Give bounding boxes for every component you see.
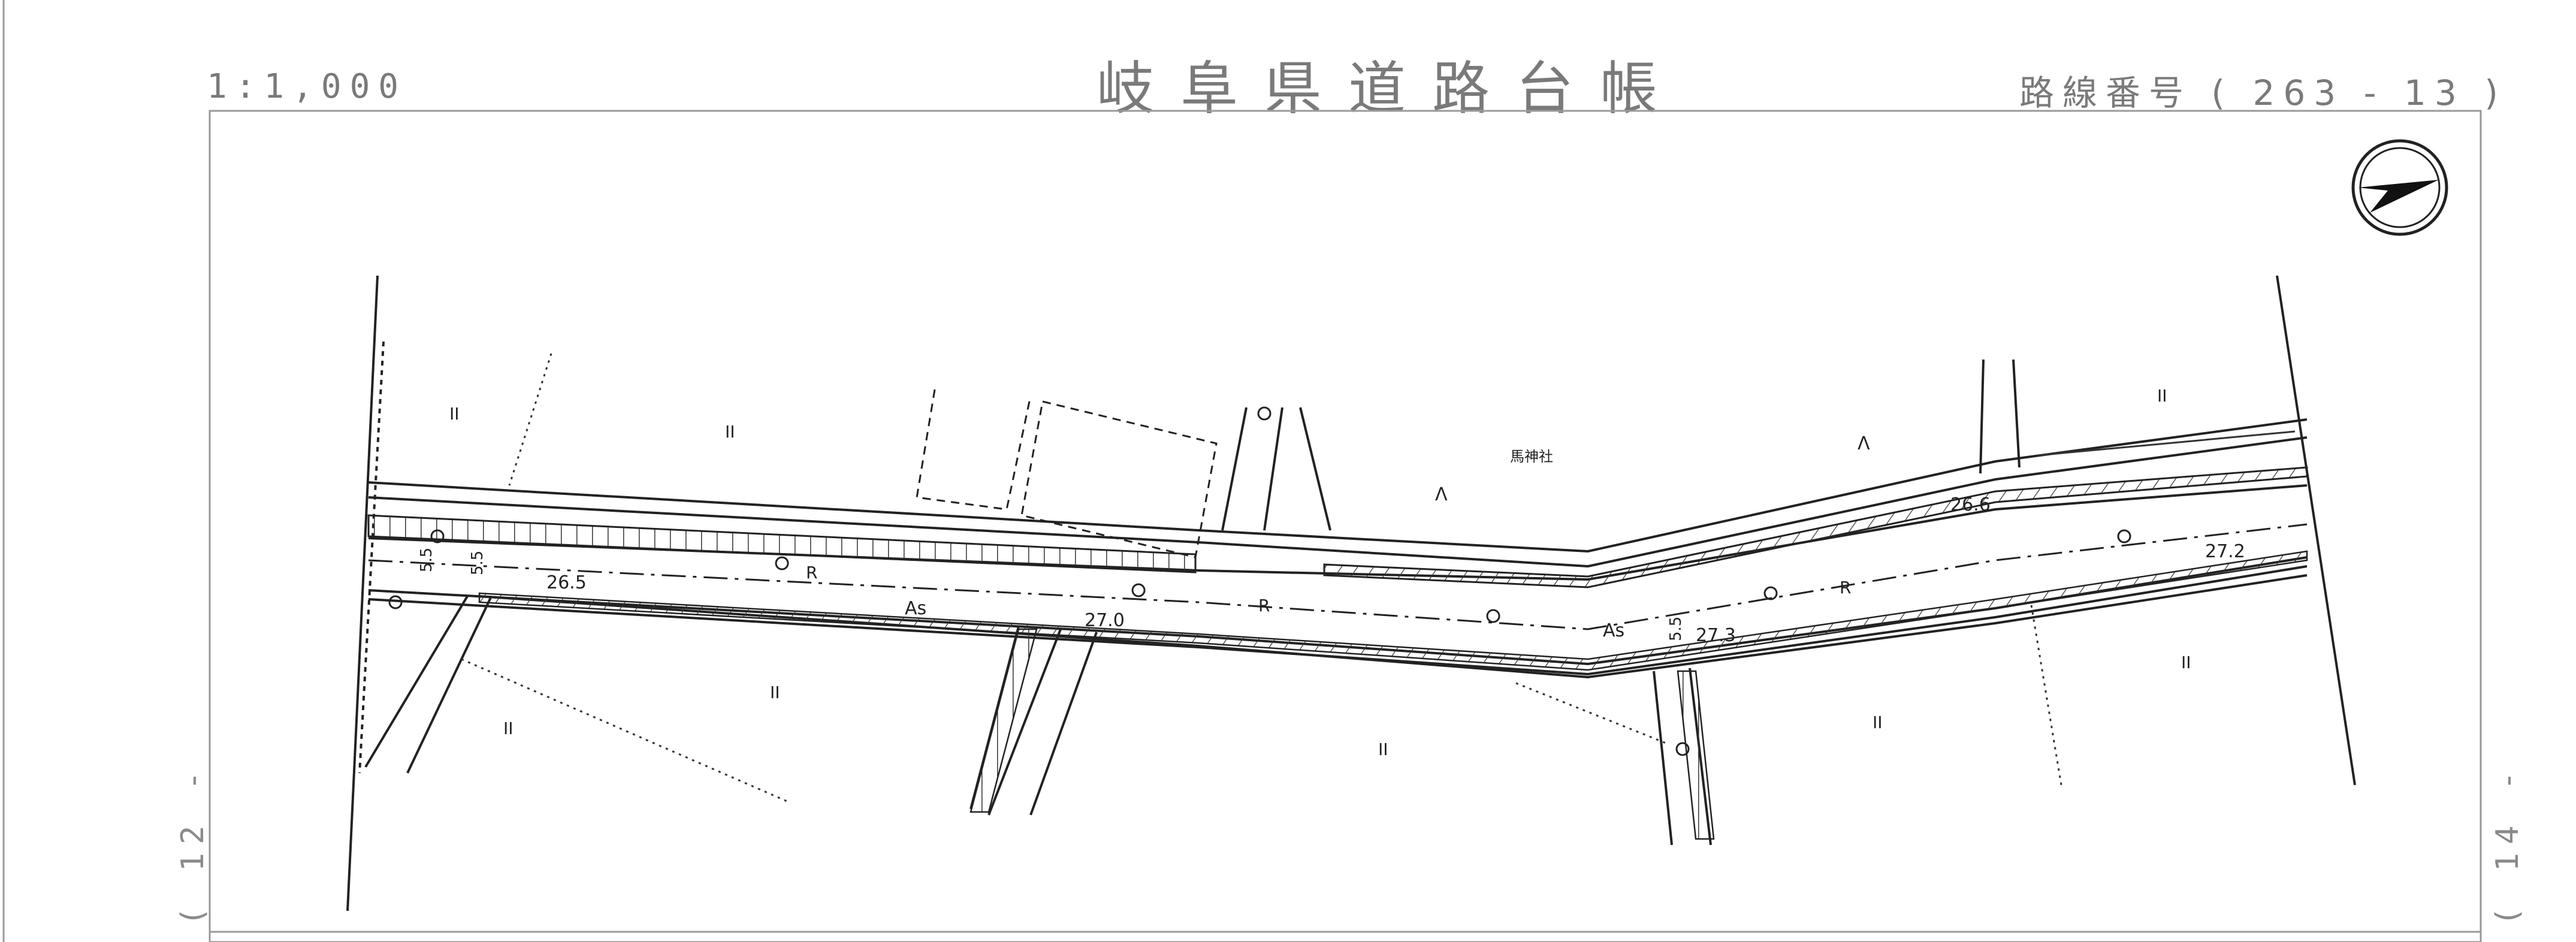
width-label: 5.5 xyxy=(469,551,487,575)
road-centerline xyxy=(368,523,2308,630)
route-number: 路線番号 ( 263 - 13 ) xyxy=(2019,73,2506,113)
side-road-hatch-2 xyxy=(1677,670,1715,840)
field-symbol: II xyxy=(2205,790,2206,792)
curb-label: R xyxy=(806,563,817,582)
field-symbol: II xyxy=(1873,712,1883,732)
field-symbol: II xyxy=(1378,739,1388,759)
field-symbol: II xyxy=(2157,386,2167,406)
buildings xyxy=(916,389,1218,558)
side-road-hatch-1 xyxy=(970,628,1038,813)
elevation-label: 26.5 xyxy=(546,572,587,593)
field-symbol: II xyxy=(770,683,780,702)
width-label: 5.5 xyxy=(1667,617,1685,641)
north-arrow-icon xyxy=(2351,139,2448,236)
surface-label: As xyxy=(905,598,926,619)
width-label: 5.5 xyxy=(418,548,436,572)
north-sidewalk-east xyxy=(1323,466,2308,588)
shrine-label: 馬神社 xyxy=(1510,448,1553,465)
elevation-label: 27.2 xyxy=(2205,541,2245,562)
elevation-label: 27.0 xyxy=(1085,610,1125,631)
south-sidewalk xyxy=(478,550,2308,671)
forest-symbol: Λ xyxy=(1858,433,1870,454)
survey-boundaries xyxy=(346,275,2356,911)
elevation-label: 27.3 xyxy=(1696,625,1736,646)
elevation-label: 26.6 xyxy=(1950,494,1991,515)
surface-label: As xyxy=(1603,620,1624,641)
curb-label: R xyxy=(1258,596,1270,615)
north-sidewalk-west xyxy=(367,514,1197,573)
curb-label: R xyxy=(1840,578,1851,597)
lot-lines xyxy=(461,353,2296,804)
map-scale: 1:1,000 xyxy=(207,67,407,106)
field-symbol: II xyxy=(503,718,514,738)
forest-symbol: Λ xyxy=(1435,484,1448,505)
field-symbol: II xyxy=(2181,653,2191,672)
field-symbol: II xyxy=(449,404,460,424)
utility-markers xyxy=(388,406,2131,756)
map-frame xyxy=(209,110,2482,942)
field-symbol: II xyxy=(725,422,735,442)
